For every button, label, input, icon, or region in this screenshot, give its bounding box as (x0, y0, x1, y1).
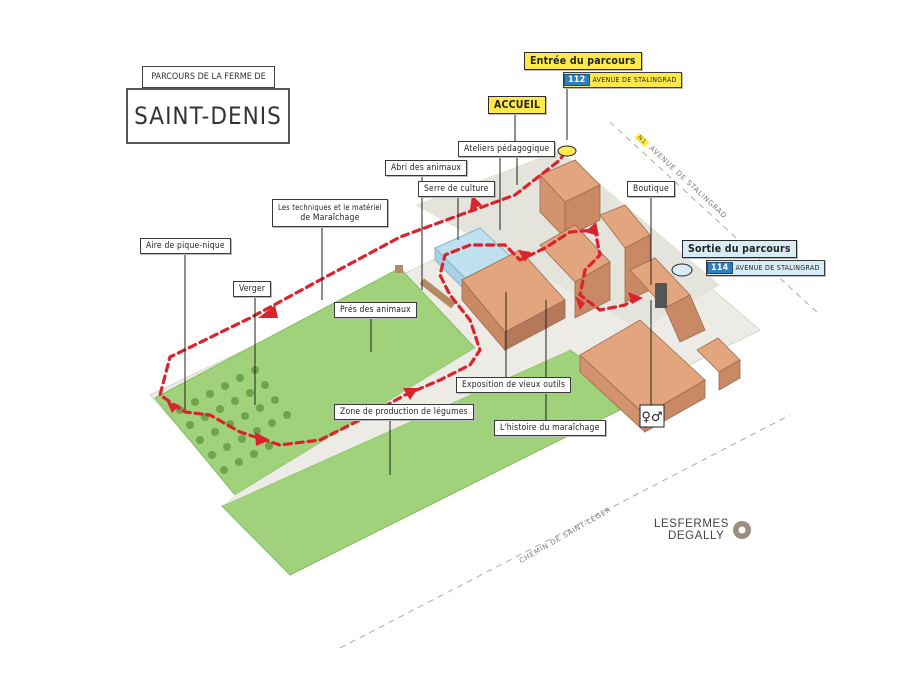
label-pres: Prés des animaux (334, 302, 417, 318)
label-verger: Verger (233, 281, 272, 297)
logo-line1: LESFERMES (654, 518, 730, 530)
exit-marker (671, 263, 693, 277)
visitor-route (158, 150, 642, 447)
page-title: SAINT-DENIS (134, 102, 282, 130)
orchard-trees (176, 366, 291, 474)
title-main-box: SAINT-DENIS (126, 88, 290, 144)
exit-label: Sortie du parcours (682, 240, 797, 258)
logo-line2: DEGALLY (668, 530, 725, 542)
route-arrows (167, 195, 643, 446)
label-techniques-line2: de Maraîchage (300, 213, 360, 223)
leader-lines (184, 86, 652, 475)
animal-shelter-fence (419, 278, 456, 309)
restroom-icon (639, 404, 665, 428)
entrance-marker (557, 145, 577, 157)
silo (655, 283, 667, 308)
title-line1: PARCOURS DE LA FERME DE (151, 72, 266, 82)
accueil-label: ACCUEIL (488, 96, 547, 114)
svg-text:♀♂: ♀♂ (641, 410, 662, 425)
label-ateliers: Ateliers pédagogique (458, 141, 556, 157)
entrance-label: Entrée du parcours (524, 52, 642, 70)
small-shed (395, 265, 403, 273)
label-pique-nique: Aire de pique-nique (140, 238, 231, 254)
label-techniques-line1: Les techniques et le matériel (278, 203, 382, 212)
label-histoire: L'histoire du maraîchage (494, 420, 606, 436)
label-techniques: Les techniques et le matériel de Maraîch… (272, 199, 388, 227)
label-zone: Zone de production de légumes (334, 404, 474, 420)
title-top-box: PARCOURS DE LA FERME DE (142, 66, 275, 88)
entrance-number: 112 (564, 74, 590, 86)
label-abri: Abri des animaux (385, 160, 468, 176)
stalingrad-road-line (609, 121, 821, 316)
label-serre: Serre de culture (418, 181, 495, 197)
saint-leger-road-line (339, 414, 791, 649)
logo-text: LESFERMES DEGALLY (654, 518, 729, 542)
entrance-street: AVENUE DE STALINGRAD (592, 76, 677, 84)
exit-street: AVENUE DE STALINGRAD (735, 264, 820, 272)
label-boutique: Boutique (627, 181, 675, 197)
exit-number: 114 (707, 262, 733, 274)
label-exposition: Exposition de vieux outils (456, 377, 572, 393)
